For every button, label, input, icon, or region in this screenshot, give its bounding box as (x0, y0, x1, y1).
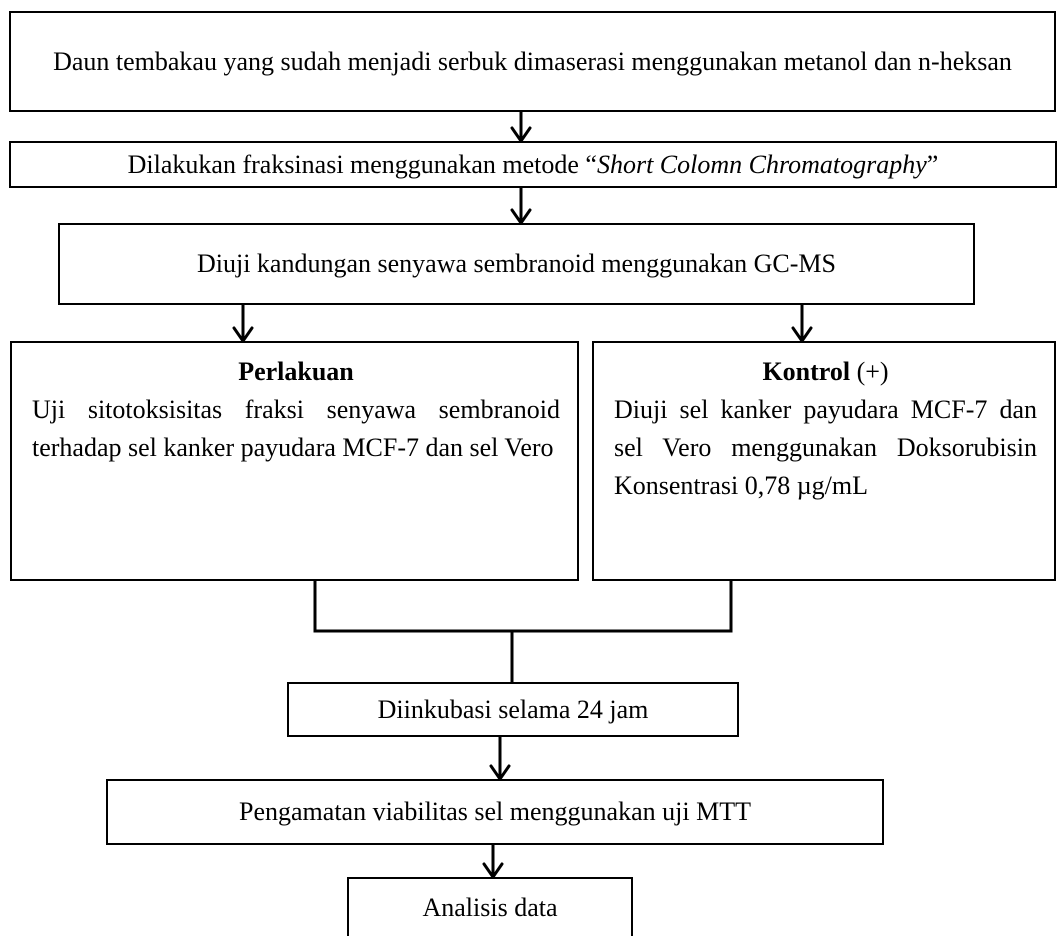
arrow-step1-step2 (510, 110, 532, 144)
step-fraksinasi-text: Dilakukan fraksinasi menggunakan metode … (127, 149, 939, 179)
step-inkubasi-text: Diinkubasi selama 24 jam (377, 694, 649, 724)
step-mtt-text: Pengamatan viabilitas sel menggunakan uj… (239, 797, 751, 826)
box-perlakuan: Perlakuan Uji sitotoksisitas fraksi seny… (10, 341, 579, 581)
arrow-step2-step3 (510, 186, 532, 226)
arrow-step5-step6 (489, 735, 511, 782)
kontrol-title: Kontrol (+) (762, 357, 889, 386)
step-inkubasi: Diinkubasi selama 24 jam (287, 682, 739, 737)
step-gcms-text: Diuji kandungan senyawa sembranoid mengg… (196, 249, 837, 278)
perlakuan-title: Perlakuan (238, 357, 354, 386)
kontrol-body: Diuji sel kanker payudara MCF-7 dan sel … (614, 395, 1037, 500)
step-maserasi-text: Daun tembakau yang sudah menjadi serbuk … (53, 46, 1012, 76)
step-maserasi: Daun tembakau yang sudah menjadi serbuk … (9, 11, 1056, 112)
step-gcms: Diuji kandungan senyawa sembranoid mengg… (58, 223, 975, 305)
arrow-step3-kontrol (791, 303, 813, 344)
box-kontrol: Kontrol (+) Diuji sel kanker payudara MC… (592, 341, 1056, 581)
merge-lines (313, 579, 733, 684)
step-mtt: Pengamatan viabilitas sel menggunakan uj… (106, 779, 884, 845)
arrow-step3-perlakuan (232, 303, 254, 344)
step-analisis: Analisis data (347, 877, 633, 936)
step-analisis-text: Analisis data (422, 892, 558, 922)
arrow-step6-step7 (482, 843, 504, 880)
step-fraksinasi: Dilakukan fraksinasi menggunakan metode … (9, 141, 1057, 188)
perlakuan-body: Uji sitotoksisitas fraksi senyawa sembra… (32, 395, 560, 462)
